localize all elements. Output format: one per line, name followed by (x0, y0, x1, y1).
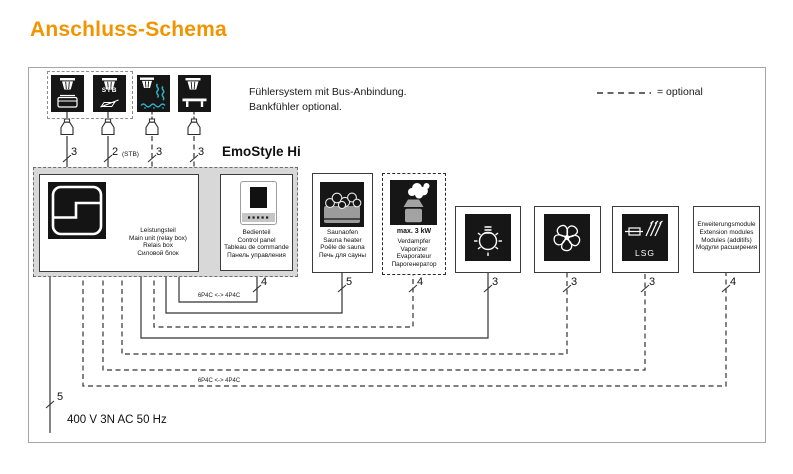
main-unit-labels: Leistungsteil Main unit (relay box) Rela… (118, 227, 198, 257)
control-panel-label-de: Bedienteil (242, 229, 271, 236)
sensor-plug-icons (60, 118, 201, 136)
wire-count-fan: 3 (571, 276, 578, 288)
main-unit-label-ru: Силовой блок (137, 249, 179, 257)
stb-sensor-icon (93, 75, 126, 112)
wire-count-extension: 4 (730, 276, 737, 288)
fan-icon (544, 214, 590, 261)
humidity-sensor-icon (137, 75, 170, 112)
main-unit-label-en: Main unit (relay box) (129, 234, 187, 242)
vaporizer-label-ru: Парогенератор (391, 260, 437, 268)
vaporizer-labels: Verdampfer Vaporizer Evaporateur Пароген… (383, 238, 445, 268)
mains-power-label: 400 V 3N AC 50 Hz (67, 414, 167, 426)
wire-count-sensor-2-suffix: (STB) (122, 151, 139, 158)
main-unit-logo-icon (48, 182, 106, 239)
sensor-note: Fühlersystem mit Bus-Anbindung. Bankfühl… (249, 85, 407, 114)
wire-count-light: 3 (492, 276, 499, 288)
control-panel-screen (250, 187, 267, 208)
wire-count-sensor-4: 3 (198, 146, 205, 158)
stb-label: STB (101, 87, 118, 94)
page-title: Anschluss-Schema (30, 18, 227, 41)
wire-count-sensor-1: 3 (71, 146, 78, 158)
control-panel-label-ru: Панель управления (227, 251, 286, 259)
main-unit-label-de: Leistungsteil (140, 227, 176, 234)
oven-sensor-icon (51, 75, 84, 112)
sauna-heater-icon (320, 182, 364, 227)
wire-count-lsg: 3 (649, 276, 656, 288)
diagram-frame (28, 67, 766, 443)
vaporizer-label-de: Verdampfer (397, 238, 431, 245)
bus-cable-label: 6P4C <-> 4P4C (197, 377, 241, 384)
extension-label-fr: Modules (additifs) (701, 236, 752, 244)
sauna-heater-labels: Saunaofen Sauna heater Poêle de sauna Пе… (313, 229, 372, 259)
extension-modules-box (693, 206, 760, 273)
vaporizer-label-en: Vaporizer (400, 245, 428, 253)
extension-label-en: Extension modules (699, 228, 754, 236)
vaporizer-power-rating: max. 3 kW (396, 228, 432, 235)
bench-sensor-icon (178, 75, 211, 112)
wire-count-sensor-2: 2 (112, 146, 119, 158)
vaporizer-icon (390, 180, 437, 225)
sauna-heater-label-fr: Poêle de sauna (320, 244, 365, 251)
panel-cable-label: 6P4C <-> 4P4C (197, 293, 241, 299)
wire-count-control-panel: 4 (261, 276, 268, 288)
sensor-note-line1: Fühlersystem mit Bus-Anbindung. (249, 86, 407, 98)
extension-label-ru: Модули расширения (695, 244, 758, 252)
main-unit-label-fr: Relais box (143, 242, 173, 249)
sauna-heater-label-ru: Печь для сауны (318, 251, 367, 259)
system-name: EmoStyle Hi (222, 144, 301, 159)
wire-count-sauna-heater: 5 (346, 276, 353, 288)
wire-count-vaporizer: 4 (417, 276, 424, 288)
sauna-heater-label-de: Saunaofen (327, 229, 358, 236)
lsg-label: LSG (634, 248, 655, 258)
extension-label-de: Erweiterungsmodule (697, 221, 756, 228)
light-bulb-icon (465, 214, 511, 261)
wire-count-power: 5 (57, 391, 64, 403)
control-panel-labels: Bedienteil Control panel Tableau de comm… (222, 229, 291, 259)
lsg-icon (622, 214, 668, 261)
panel-buttons-dots (242, 213, 275, 222)
sauna-heater-label-en: Sauna heater (323, 236, 362, 244)
sensor-pair-group (47, 71, 133, 119)
legend-optional: = optional (657, 86, 703, 98)
sensor-note-line2: Bankfühler optional. (249, 100, 342, 113)
wire-count-sensor-3: 3 (156, 146, 163, 158)
control-panel-label-en: Control panel (237, 236, 276, 244)
vaporizer-label-fr: Evaporateur (396, 253, 432, 260)
extension-modules-labels: Erweiterungsmodule Extension modules Mod… (694, 221, 759, 252)
control-panel-label-fr: Tableau de commande (224, 244, 289, 251)
